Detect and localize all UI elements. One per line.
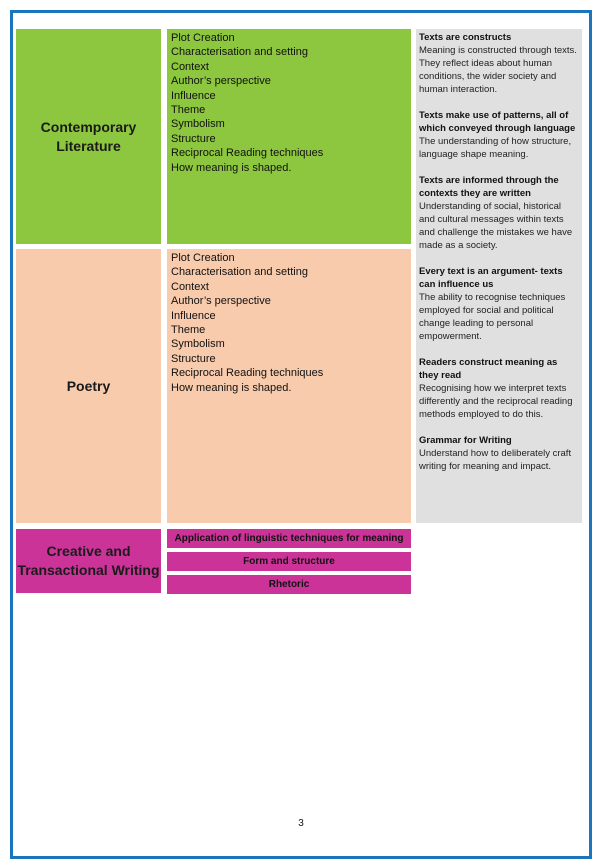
topic-item: Influence xyxy=(171,89,216,102)
concept-block: Readers construct meaning as they read R… xyxy=(419,356,579,421)
concept-body: Understanding of social, historical and … xyxy=(419,201,573,251)
writing-item-bar: Application of linguistic techniques for… xyxy=(167,529,411,548)
key-concepts-panel: Texts are constructs Meaning is construc… xyxy=(416,29,582,523)
topic-item: Theme xyxy=(171,324,206,337)
writing-item-bar: Form and structure xyxy=(167,552,411,571)
topic-item: Plot Creation xyxy=(171,32,235,44)
topic-item: Symbolism xyxy=(171,338,225,351)
topic-item: Author’s perspective xyxy=(171,295,271,308)
concept-block: Texts are informed through the contexts … xyxy=(419,174,579,252)
concept-body: The understanding of how structure, lang… xyxy=(419,136,572,160)
concept-block: Grammar for Writing Understand how to de… xyxy=(419,434,579,473)
concept-block: Texts are constructs Meaning is construc… xyxy=(419,31,579,96)
topic-item: Context xyxy=(171,60,209,73)
concept-body: Meaning is constructed through texts. Th… xyxy=(419,45,577,95)
poetry-topics-cell: Plot Creation Characterisation and setti… xyxy=(167,249,411,523)
topic-item: Theme xyxy=(171,104,206,117)
concept-title: Grammar for Writing xyxy=(419,435,512,446)
concept-title: Texts are constructs xyxy=(419,32,512,43)
poetry-heading-cell: Poetry xyxy=(16,249,161,523)
concept-body: Recognising how we interpret texts diffe… xyxy=(419,383,573,420)
topic-item: Structure xyxy=(171,132,216,145)
concept-block: Every text is an argument- texts can inf… xyxy=(419,265,579,343)
concept-title: Texts make use of patterns, all of which… xyxy=(419,110,576,134)
concept-body: Understand how to deliberately craft wri… xyxy=(419,448,572,472)
topic-item: Reciprocal Reading techniques xyxy=(171,147,324,160)
topic-item: Characterisation and setting xyxy=(171,46,308,59)
concept-body: The ability to recognise techniques empl… xyxy=(419,292,566,342)
contemporary-topics-cell: Plot Creation Characterisation and setti… xyxy=(167,29,411,244)
topic-item: Structure xyxy=(171,352,216,365)
topic-item: Characterisation and setting xyxy=(171,266,308,279)
topic-item: Influence xyxy=(171,309,216,322)
contemporary-heading-cell: Contemporary Literature xyxy=(16,29,161,244)
contemporary-heading: Contemporary Literature xyxy=(40,118,137,154)
topic-item: Context xyxy=(171,280,209,293)
concept-title: Texts are informed through the contexts … xyxy=(419,175,559,199)
concept-title: Every text is an argument- texts can inf… xyxy=(419,266,563,290)
concept-title: Readers construct meaning as they read xyxy=(419,357,558,381)
writing-heading: Creative and Transactional Writing xyxy=(17,543,160,578)
topic-item: Author’s perspective xyxy=(171,75,271,88)
writing-heading-cell: Creative and Transactional Writing xyxy=(16,529,161,593)
poetry-topic-list: Plot Creation Characterisation and setti… xyxy=(167,249,411,395)
writing-item-bar: Rhetoric xyxy=(167,575,411,594)
topic-item: Symbolism xyxy=(171,118,225,131)
page-border xyxy=(10,10,592,859)
concept-block: Texts make use of patterns, all of which… xyxy=(419,109,579,161)
topic-item: Plot Creation xyxy=(171,252,235,264)
topic-item: How meaning is shaped. xyxy=(171,381,292,394)
contemporary-topic-list: Plot Creation Characterisation and setti… xyxy=(167,29,411,175)
poetry-heading: Poetry xyxy=(66,377,111,394)
page-number: 3 xyxy=(298,818,304,829)
topic-item: Reciprocal Reading techniques xyxy=(171,367,324,380)
topic-item: How meaning is shaped. xyxy=(171,161,292,174)
